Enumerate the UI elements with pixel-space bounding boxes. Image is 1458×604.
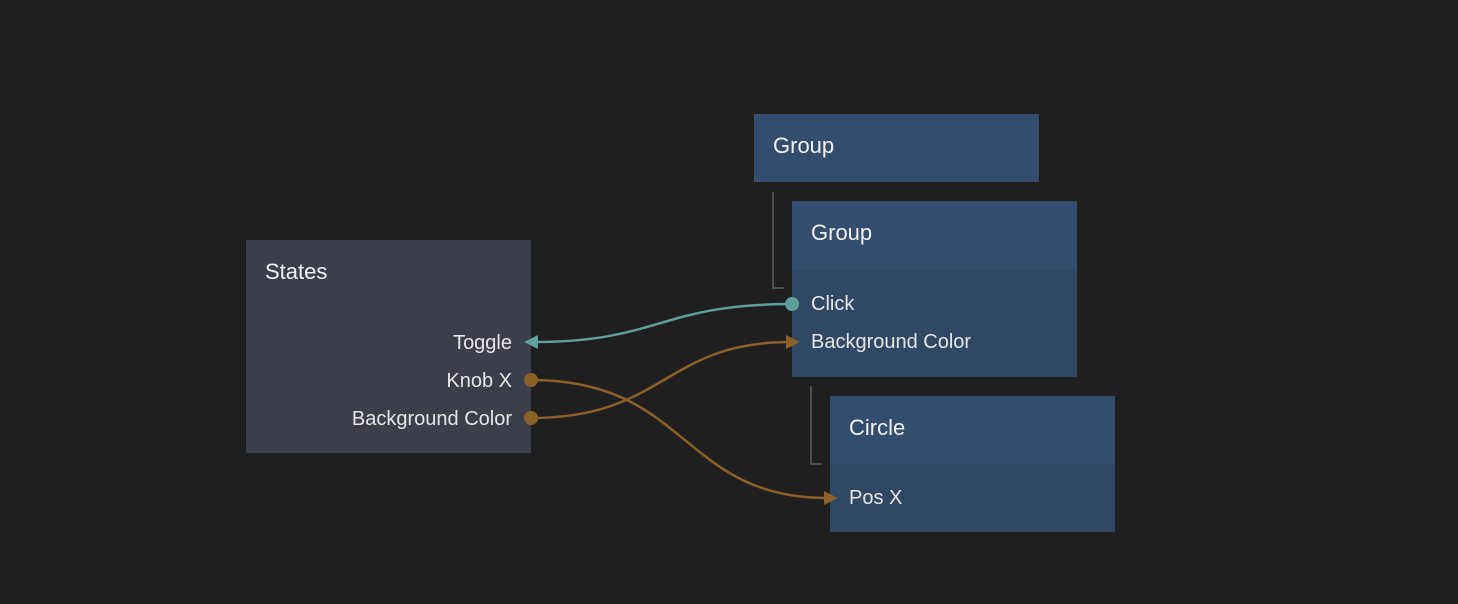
circle-node-title: Circle bbox=[830, 396, 1115, 464]
hierarchy-line-circle-child bbox=[810, 386, 822, 465]
group-node-inner[interactable]: Group Click Background Color bbox=[792, 201, 1077, 377]
port-label-pos-x[interactable]: Pos X bbox=[849, 487, 903, 509]
wire-click-to-toggle[interactable] bbox=[533, 302, 793, 344]
port-label-click[interactable]: Click bbox=[811, 293, 855, 315]
port-label-knob-x[interactable]: Knob X bbox=[446, 370, 512, 392]
wire-knob-x-to-pos-x[interactable] bbox=[530, 378, 829, 500]
group-node-outer-title: Group bbox=[754, 114, 1039, 182]
port-label-background-color[interactable]: Background Color bbox=[351, 408, 512, 430]
port-label-toggle[interactable]: Toggle bbox=[453, 332, 512, 354]
states-node[interactable]: States Toggle Knob X Background Color bbox=[246, 240, 531, 453]
group-node-inner-title: Group bbox=[792, 201, 1077, 269]
port-label-group-background-color[interactable]: Background Color bbox=[811, 331, 972, 353]
circle-node-body bbox=[830, 464, 1115, 532]
states-node-body bbox=[246, 308, 531, 453]
hierarchy-line-group-child bbox=[772, 192, 784, 289]
wire-background-color-to-group[interactable] bbox=[530, 340, 791, 420]
circle-node[interactable]: Circle Pos X bbox=[830, 396, 1115, 532]
group-node-outer[interactable]: Group bbox=[754, 114, 1039, 182]
group-node-inner-body bbox=[792, 269, 1077, 377]
states-node-title: States bbox=[246, 240, 531, 308]
